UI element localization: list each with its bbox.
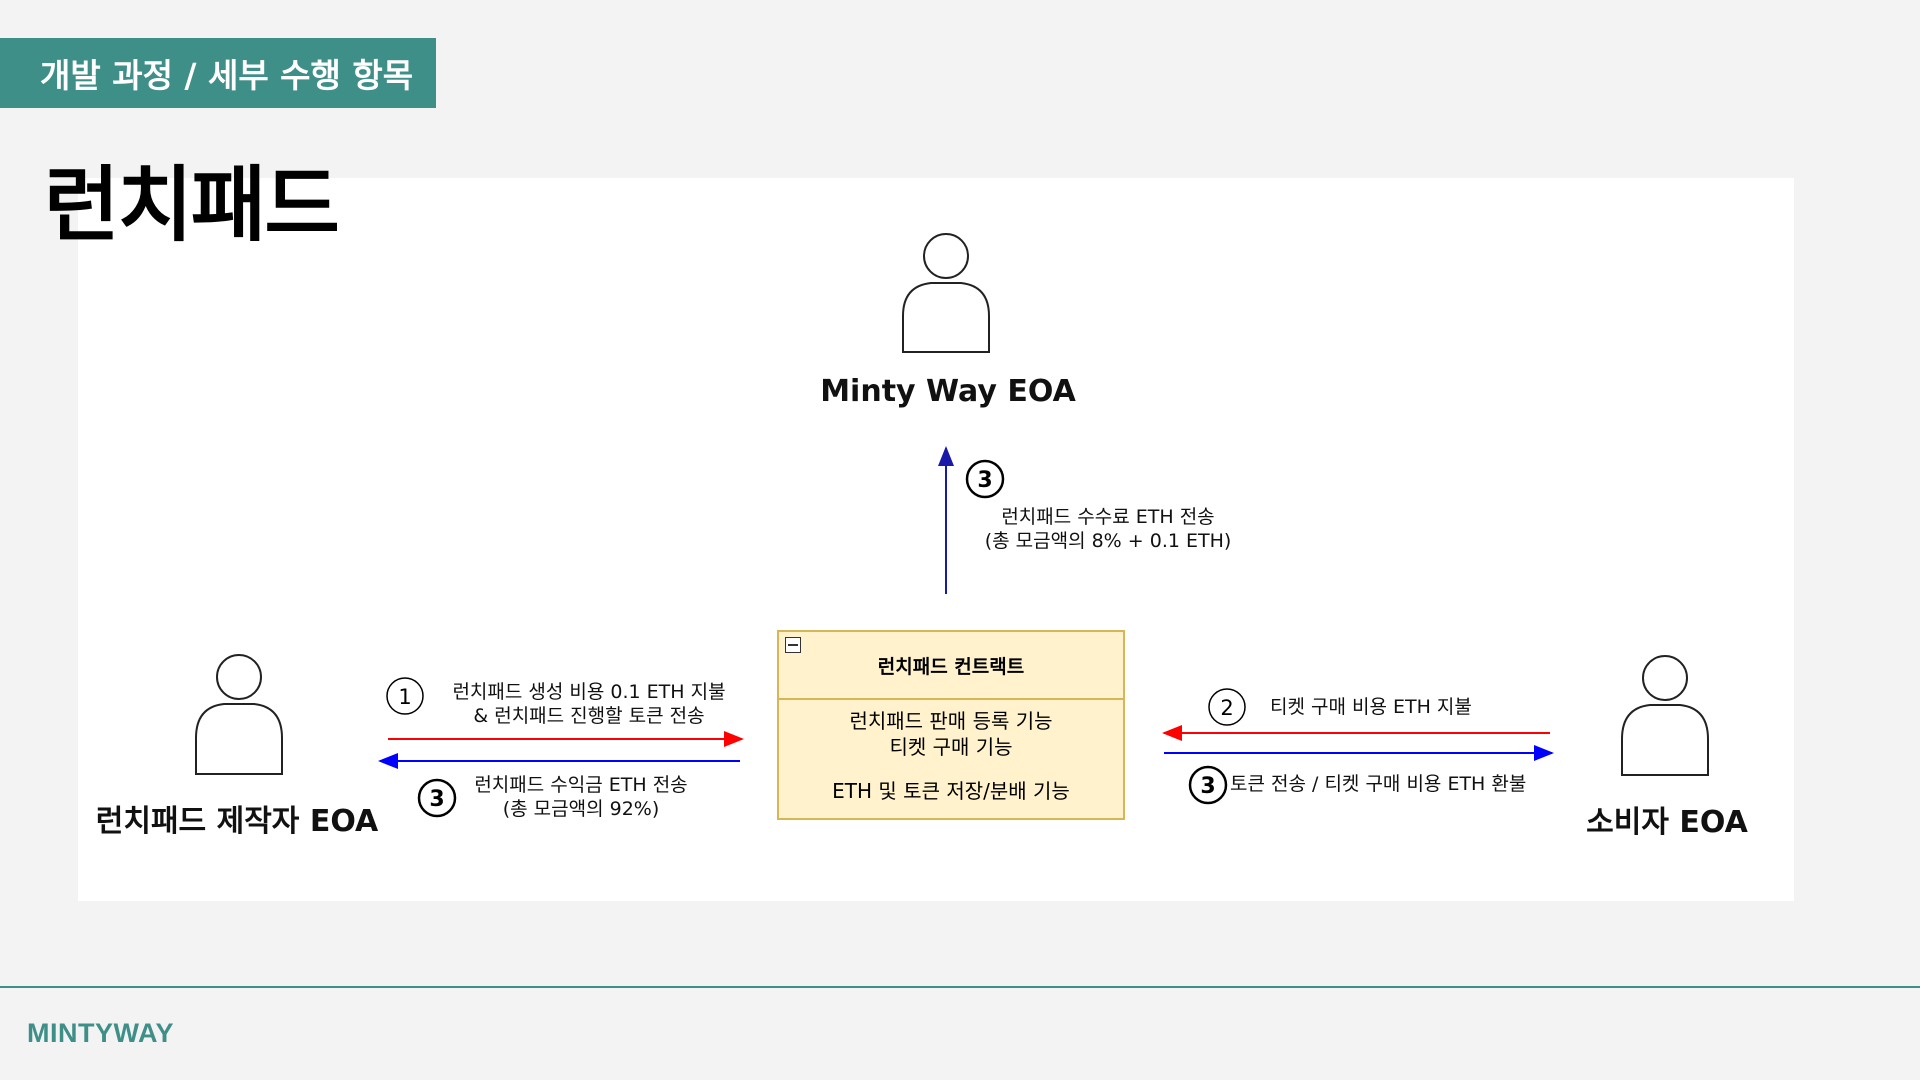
step-number-right-out: 2: [1220, 696, 1233, 720]
step-number-top: 3: [977, 468, 992, 493]
step-number-left-out: 1: [398, 685, 411, 709]
step-circle-right-in: [1188, 765, 1228, 805]
flow-left-in-line2: (총 모금액의 92%): [502, 798, 660, 820]
step-circle-right-out: [1208, 688, 1246, 726]
flow-right-in-line1: 토큰 전송 / 티켓 구매 비용 ETH 환불: [1230, 773, 1527, 795]
actor-consumer-name: 소비자 EOA: [1586, 805, 1748, 840]
diagram-canvas: 3 1 3 2 3 Minty Way EOA 런치패드 제작자 EOA 소비자…: [78, 178, 1794, 901]
diagram-svg: 3 1 3 2 3: [195, 233, 1709, 818]
brand-logo: MINTYWAY: [27, 1018, 175, 1048]
step-circle-left-out: [386, 677, 424, 715]
flow-left-out-line1: 런치패드 생성 비용 0.1 ETH 지불: [452, 681, 726, 703]
flow-top-line1: 런치패드 수수료 ETH 전송: [1001, 506, 1215, 528]
contract-title: 런치패드 컨트랙트: [877, 655, 1025, 678]
footer-divider: [0, 986, 1920, 988]
contract-feature-1: 런치패드 판매 등록 기능: [849, 709, 1053, 733]
actor-minty-icon: [902, 233, 990, 353]
contract-box: 런치패드 컨트랙트 런치패드 판매 등록 기능 티켓 구매 기능 ETH 및 토…: [777, 630, 1125, 820]
contract-feature-3: ETH 및 토큰 저장/분배 기능: [832, 779, 1070, 803]
flow-top-line2: (총 모금액의 8% + 0.1 ETH): [984, 530, 1232, 552]
collapse-icon[interactable]: [785, 637, 801, 653]
flow-left-in-line1: 런치패드 수익금 ETH 전송: [474, 774, 688, 796]
actor-creator-name: 런치패드 제작자 EOA: [95, 804, 379, 839]
actor-minty-name: Minty Way EOA: [820, 374, 1076, 409]
step-circle-top: [965, 459, 1005, 499]
section-tag: 개발 과정 / 세부 수행 항목: [0, 38, 436, 108]
contract-feature-2: 티켓 구매 기능: [889, 735, 1013, 759]
step-number-left-in: 3: [429, 787, 444, 812]
flow-left-out-line2: & 런치패드 진행할 토큰 전송: [473, 705, 705, 727]
contract-header: 런치패드 컨트랙트: [779, 632, 1123, 700]
step-number-right-in: 3: [1200, 774, 1215, 799]
flow-right-out-line1: 티켓 구매 비용 ETH 지불: [1270, 696, 1472, 718]
page-title: 런치패드: [44, 158, 340, 253]
actor-consumer-icon: [1621, 655, 1709, 776]
actor-creator-icon: [195, 654, 283, 775]
contract-body: 런치패드 판매 등록 기능 티켓 구매 기능 ETH 및 토큰 저장/분배 기능: [779, 700, 1123, 804]
step-circle-left-in: [417, 778, 457, 818]
